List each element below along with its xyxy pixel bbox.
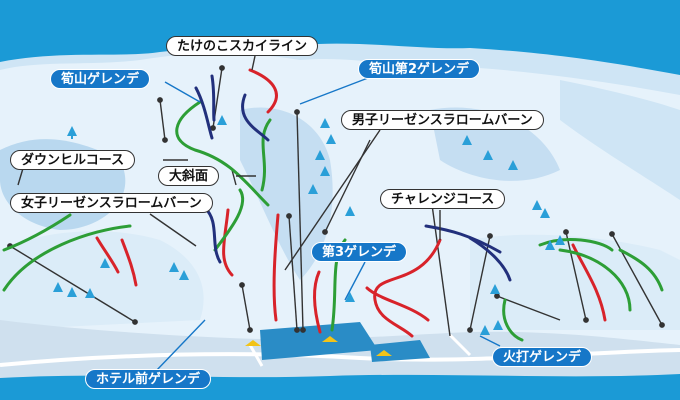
run-green [2, 213, 72, 252]
ridge-shadow-right [560, 80, 680, 200]
tree-icon [67, 287, 77, 297]
leader-takenoko [251, 55, 256, 71]
tree-icon [345, 206, 355, 216]
chairlift-line [159, 99, 166, 141]
run-red [313, 270, 322, 334]
run-blue [194, 86, 214, 140]
base-plaza-right [370, 340, 430, 362]
run-blue [203, 206, 222, 264]
tree-icon [326, 134, 336, 144]
trees [53, 115, 565, 335]
tree-icon [85, 288, 95, 298]
label-daishamen: 大斜面 [158, 166, 220, 186]
chairlift-line [9, 245, 136, 323]
run-green [558, 248, 632, 312]
chairlift-line [288, 215, 298, 331]
run-green [213, 188, 245, 252]
label-sanyama-dai2-slope: 筍山第2ゲレンデ [358, 59, 481, 79]
beginner-runs [194, 74, 512, 282]
tree-icon [532, 200, 542, 210]
label-takenoko-skyline: たけのこスカイライン [166, 36, 319, 56]
tree-icon [508, 160, 518, 170]
tree-icon [555, 235, 565, 245]
leader-sanyama-dai2 [299, 77, 369, 105]
tree-icon [462, 135, 472, 145]
tree-icon [540, 208, 550, 218]
run-red [365, 286, 430, 322]
run-green [502, 298, 524, 342]
chairlift-line [296, 111, 304, 331]
tree-icon [345, 292, 355, 302]
leader-lines [149, 55, 501, 373]
run-red [248, 68, 278, 114]
run-blue [241, 93, 270, 142]
leader-hiuchi [479, 335, 501, 347]
label-challenge-course: チャレンジコース [380, 189, 506, 209]
label-danshi-riesen: 男子リーゼンスラロームバーン [341, 110, 544, 130]
leader-dai3 [344, 261, 366, 301]
chairlift-line [241, 284, 251, 331]
tree-icon [100, 258, 110, 268]
label-dai3-slope: 第3ゲレンデ [311, 242, 408, 262]
run-green [2, 224, 132, 292]
leader-hotel [154, 319, 206, 373]
tree-icon [493, 320, 503, 330]
run-green [175, 100, 270, 207]
tree-icon [308, 184, 318, 194]
tree-icon [320, 118, 330, 128]
road-branch-right [448, 333, 472, 357]
run-blue [468, 236, 512, 282]
run-red [272, 213, 280, 322]
road-branch [248, 344, 264, 367]
leader-sanyama [164, 81, 201, 103]
run-green [260, 118, 272, 192]
base-station-marker-3 [376, 350, 392, 356]
intermediate-runs [2, 100, 664, 342]
tree-icon [490, 284, 500, 294]
label-downhill-course: ダウンヒルコース [10, 150, 136, 170]
base-plaza [260, 322, 378, 360]
advanced-runs [95, 68, 607, 338]
tree-icon [67, 126, 77, 136]
leader-joshi [149, 213, 197, 247]
chairlift-line [565, 231, 587, 321]
tree-icon [483, 150, 493, 160]
leader-danshi [284, 129, 381, 271]
run-blue [424, 224, 502, 254]
run-green [618, 248, 664, 292]
base-station-marker-1 [245, 340, 261, 346]
label-hiuchi-slope: 火打ゲレンデ [492, 347, 593, 367]
tree-icon [169, 262, 179, 272]
run-red [222, 208, 234, 277]
chairlift-line [496, 295, 561, 321]
chairlift-line [231, 169, 237, 186]
label-sanyama-slope: 筍山ゲレンデ [50, 69, 151, 89]
base-station-marker-2 [322, 336, 338, 342]
chairlift-line [469, 235, 491, 331]
label-joshi-riesen: 女子リーゼンスラロームバーン [10, 193, 213, 213]
tree-icon [480, 325, 490, 335]
lower-hill-left [0, 231, 204, 330]
tree-icon [217, 115, 227, 125]
tree-icon [53, 282, 63, 292]
chairlift-line [429, 189, 451, 337]
tree-icon [179, 270, 189, 280]
lift-station [219, 65, 225, 71]
run-green [538, 238, 614, 252]
tree-icon [320, 166, 330, 176]
run-red [120, 238, 138, 287]
tree-icon [545, 240, 555, 250]
tree-icon [315, 150, 325, 160]
label-hotel-mae-slope: ホテル前ゲレンデ [85, 369, 212, 389]
run-blue [210, 74, 216, 122]
run-red [95, 236, 120, 274]
